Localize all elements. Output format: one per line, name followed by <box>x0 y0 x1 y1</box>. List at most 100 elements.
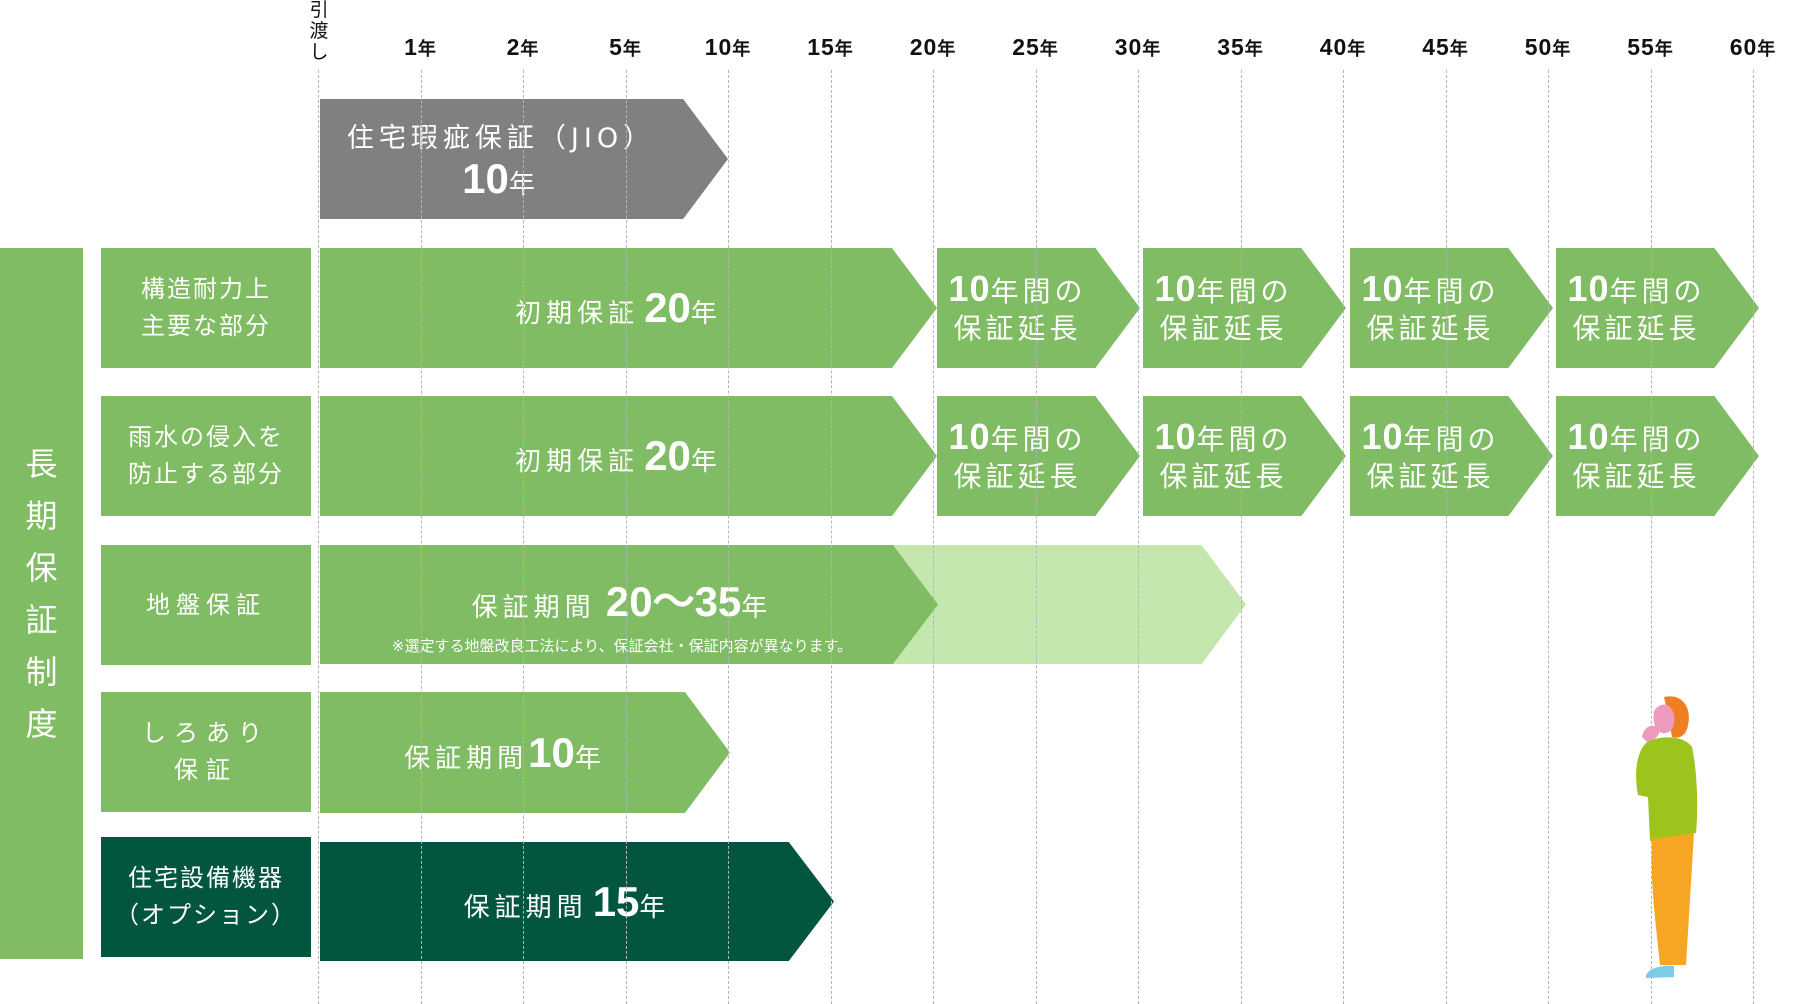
person-pants <box>1651 833 1694 965</box>
rainwater-initial-warranty-arrow: 初期保証 20年 <box>320 396 937 516</box>
initial-warranty-prefix: 初期保証 <box>515 299 640 329</box>
tick-unit: 年 <box>1552 39 1572 59</box>
gridline <box>1343 70 1344 1004</box>
tick-unit: 年 <box>622 39 642 59</box>
tick-number: 1 <box>404 34 418 60</box>
tick-number: 50 <box>1524 34 1553 60</box>
gridline <box>1035 70 1037 1004</box>
row-label-line2: 主要な部分 <box>141 312 271 340</box>
group-label-char: 長 <box>25 445 58 483</box>
row-label-line2: 防止する部分 <box>128 460 284 488</box>
gridline <box>1548 70 1549 1004</box>
row-label-rainwater: 雨水の侵入を防止する部分 <box>101 396 311 516</box>
gridline <box>1240 70 1242 1004</box>
structure-initial-warranty-arrow: 初期保証 20年 <box>320 248 937 368</box>
tick-label: 50年 <box>1508 34 1588 61</box>
person-face <box>1653 704 1675 734</box>
tick-label: 25年 <box>996 34 1076 61</box>
extension-years: 10 <box>1567 415 1610 457</box>
group-label-char: 制 <box>25 653 58 691</box>
extension-line2: 保証延長 <box>953 459 1082 493</box>
gridline <box>1753 70 1754 1004</box>
warranty-extension-arrow: 10年間の 保証延長 <box>1350 396 1553 516</box>
extension-line1: 年間の <box>1196 422 1293 456</box>
tick-label: 55年 <box>1611 34 1691 61</box>
tick-unit: 年 <box>834 39 854 59</box>
tick-number: 30 <box>1114 34 1143 60</box>
extension-line1: 年間の <box>990 274 1087 308</box>
person-sweater <box>1636 737 1698 841</box>
tick-unit: 年 <box>1142 39 1162 59</box>
extension-years: 10 <box>1361 415 1404 457</box>
warranty-extension-arrow: 10年間の 保証延長 <box>1143 396 1346 516</box>
extension-line1: 年間の <box>1609 274 1706 308</box>
row-label-line1: 地盤保証 <box>146 590 266 619</box>
tick-number: 15 <box>807 34 835 60</box>
tick-label: 40年 <box>1303 34 1383 61</box>
tick-label: 45年 <box>1406 34 1486 61</box>
jio-warranty-arrow: 住宅瑕疵保証（JIO） 10年 <box>320 99 728 219</box>
tick-label: 15年 <box>791 34 871 61</box>
group-label-char: 証 <box>25 601 58 639</box>
tick-unit: 年 <box>1449 39 1469 59</box>
tick-number: 20 <box>909 34 938 60</box>
initial-warranty-years: 20 <box>644 284 691 331</box>
tick-label: 35年 <box>1201 34 1281 61</box>
tick-number: 35 <box>1217 34 1245 60</box>
period-prefix: 保証期間 <box>463 892 588 923</box>
extension-years: 10 <box>1154 415 1197 457</box>
tick-number: 45 <box>1422 34 1450 60</box>
row-label-termite: しろあり保証 <box>101 692 311 812</box>
tick-unit: 年 <box>417 39 437 59</box>
tick-label: 5年 <box>586 34 666 61</box>
initial-warranty-unit: 年 <box>690 447 722 477</box>
person-shoe <box>1646 965 1674 978</box>
warranty-extension-arrow: 10年間の 保証延長 <box>1350 248 1553 368</box>
period-years: 15 <box>592 877 640 925</box>
period-unit: 年 <box>574 743 606 774</box>
ground-warranty-note: ※選定する地盤改良工法により、保証会社・保証内容が異なります。 <box>391 636 853 655</box>
tick-label: 30年 <box>1098 34 1178 61</box>
jio-years-num: 10 <box>462 154 509 202</box>
tick-label: 20年 <box>893 34 973 61</box>
extension-line1: 年間の <box>1609 422 1706 456</box>
gridline <box>318 70 319 1004</box>
row-label-line1: 構造耐力上 <box>141 275 271 303</box>
row-label-line1: しろあり <box>142 719 270 747</box>
extension-years: 10 <box>948 415 991 457</box>
tick-unit: 年 <box>1244 39 1264 59</box>
row-label-line1: 雨水の侵入を <box>128 423 284 451</box>
gridline <box>830 70 832 1004</box>
extension-line2: 保証延長 <box>1159 311 1288 345</box>
extension-line2: 保証延長 <box>1572 459 1701 493</box>
person-illustration <box>1636 696 1698 978</box>
extension-line2: 保証延長 <box>1159 459 1288 493</box>
equipment-warranty-arrow: 保証期間 15年 <box>320 842 834 961</box>
period-unit: 年 <box>741 592 773 623</box>
tick-unit: 年 <box>937 39 957 59</box>
warranty-extension-arrow: 10年間の 保証延長 <box>1143 248 1346 368</box>
row-label-equipment: 住宅設備機器（オプション） <box>101 837 311 957</box>
row-label-ground: 地盤保証 <box>101 545 311 665</box>
jio-years-unit: 年 <box>508 169 540 200</box>
tick-number: 60 <box>1729 34 1758 60</box>
extension-line1: 年間の <box>1403 422 1500 456</box>
warranty-extension-arrow: 10年間の 保証延長 <box>1556 396 1759 516</box>
extension-line2: 保証延長 <box>1366 311 1495 345</box>
tick-unit: 年 <box>1347 39 1367 59</box>
tick-unit: 年 <box>732 39 752 59</box>
row-label-line2: 保証 <box>174 756 238 784</box>
extension-line2: 保証延長 <box>1366 459 1495 493</box>
tick-number: 40 <box>1319 34 1348 60</box>
group-label-char: 度 <box>25 705 58 743</box>
group-label: 長期保証制度 <box>0 438 83 750</box>
tick-unit: 年 <box>1654 39 1674 59</box>
tick-unit: 年 <box>1039 39 1059 59</box>
period-unit: 年 <box>639 892 671 923</box>
period-prefix: 保証期間 <box>471 592 596 623</box>
extension-line1: 年間の <box>990 422 1087 456</box>
person-hair <box>1664 696 1689 738</box>
extension-line1: 年間の <box>1196 274 1293 308</box>
group-label-char: 期 <box>25 497 58 535</box>
warranty-extension-arrow: 10年間の 保証延長 <box>937 248 1140 368</box>
